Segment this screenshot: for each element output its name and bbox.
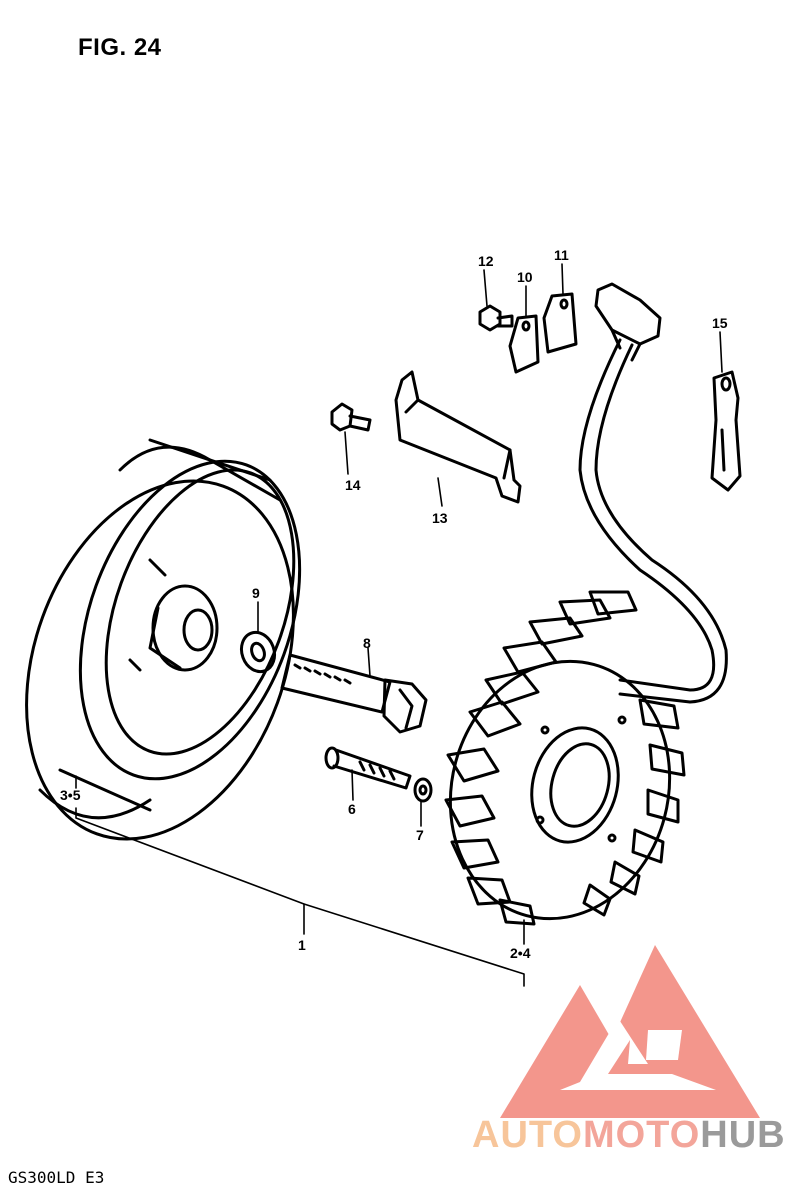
callout-14: 14	[345, 477, 361, 493]
flywheel-rotor	[25, 438, 302, 841]
washer-part-7	[413, 777, 433, 803]
callout-9: 9	[252, 585, 260, 601]
callout-2-4: 2•4	[510, 945, 531, 961]
clamp-part-11	[542, 292, 578, 354]
watermark-brand: AUTOMOTOHUB	[472, 1114, 786, 1157]
callout-6: 6	[348, 801, 356, 817]
watermark-logo	[500, 945, 760, 1118]
callout-10: 10	[517, 269, 533, 285]
callout-1: 1	[298, 937, 306, 953]
model-code: GS300LD E3	[8, 1168, 105, 1187]
screw-part-14	[330, 402, 372, 432]
callout-15: 15	[712, 315, 728, 331]
callout-3-5: 3•5	[60, 787, 81, 803]
brand-auto: AUTO	[472, 1114, 583, 1156]
callout-8: 8	[363, 635, 371, 651]
callout-13: 13	[432, 510, 448, 526]
callout-labels: 12 10 11 15 14 13 9 8 6 7 3•5 2•4 1	[60, 247, 728, 961]
screw-part-12	[478, 304, 514, 332]
screw-part-6	[324, 746, 412, 790]
callout-11: 11	[554, 247, 569, 263]
leader-lines	[75, 263, 723, 987]
washer-part-9	[239, 630, 277, 674]
stator-coil	[444, 590, 686, 926]
brand-moto: MOTO	[582, 1114, 701, 1156]
figure-title: FIG. 24	[78, 34, 162, 61]
callout-7: 7	[416, 827, 424, 843]
ground-lead-part-15	[710, 370, 742, 492]
clamp-part-10	[508, 314, 540, 374]
bolt-part-8	[280, 653, 428, 734]
brand-hub: HUB	[700, 1114, 786, 1156]
callout-12: 12	[478, 253, 494, 269]
wire-harness	[578, 282, 728, 704]
cover-part-13	[394, 370, 522, 504]
